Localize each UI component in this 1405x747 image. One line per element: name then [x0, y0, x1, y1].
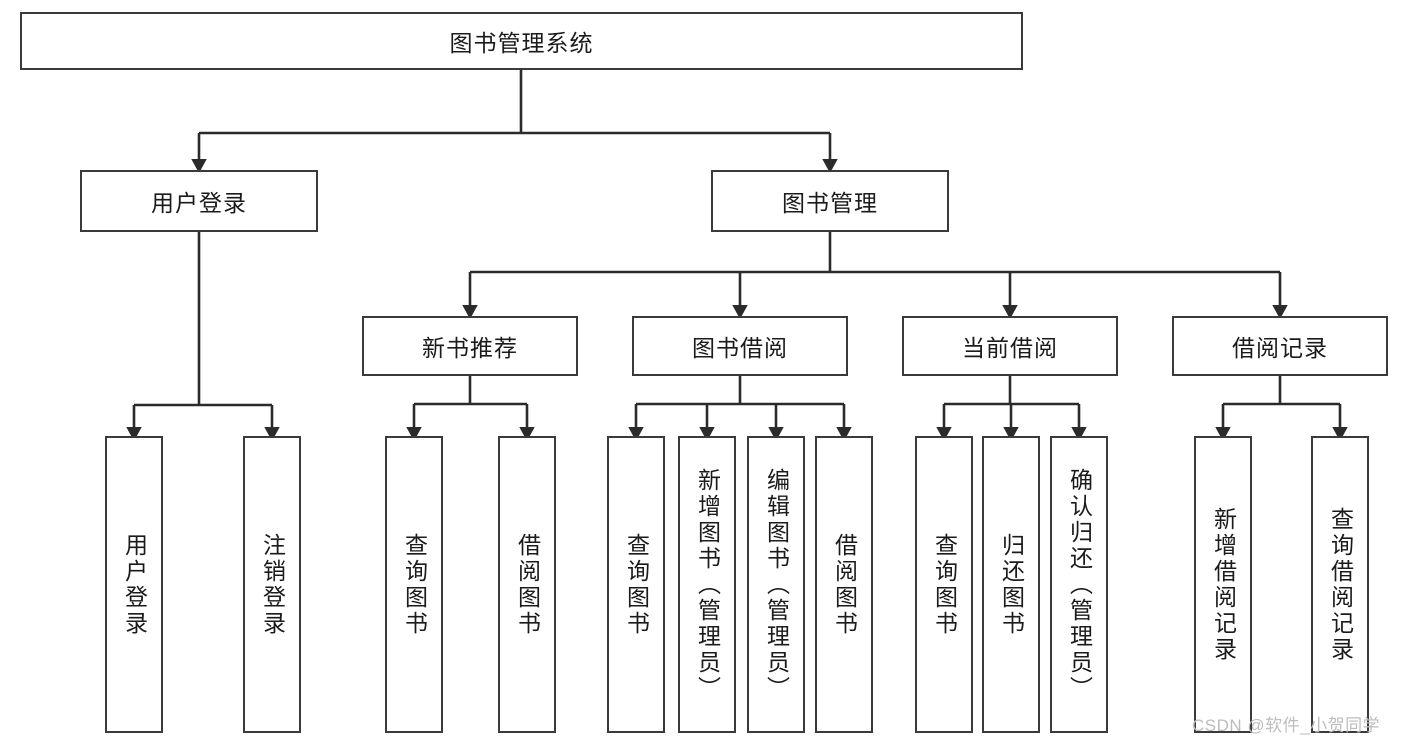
leaf-query-book-2[interactable]: 查询图书 — [607, 436, 665, 733]
node-book-borrow-label: 图书借阅 — [692, 335, 788, 361]
leaf-confirm-return[interactable]: 确认归还（管理员） — [1050, 436, 1108, 733]
leaf-user-login-label: 用户登录 — [121, 532, 148, 637]
leaf-add-book-label: 新增图书（管理员） — [694, 467, 721, 702]
node-root-label: 图书管理系统 — [449, 30, 594, 56]
node-book-manage[interactable]: 图书管理 — [711, 170, 949, 232]
node-new-book-rec-label: 新书推荐 — [422, 335, 518, 361]
leaf-query-book-3[interactable]: 查询图书 — [915, 436, 973, 733]
leaf-borrow-book-2-label: 借阅图书 — [831, 532, 858, 637]
leaf-add-record-label: 新增借阅记录 — [1210, 506, 1237, 663]
leaf-user-login[interactable]: 用户登录 — [105, 436, 163, 733]
leaf-add-record[interactable]: 新增借阅记录 — [1194, 436, 1252, 733]
leaf-borrow-book-2[interactable]: 借阅图书 — [815, 436, 873, 733]
leaf-edit-book[interactable]: 编辑图书（管理员） — [747, 436, 805, 733]
leaf-query-book-1-label: 查询图书 — [401, 532, 428, 637]
leaf-query-record-label: 查询借阅记录 — [1327, 506, 1354, 663]
node-user-login-label: 用户登录 — [151, 190, 247, 216]
leaf-query-record[interactable]: 查询借阅记录 — [1311, 436, 1369, 733]
node-root[interactable]: 图书管理系统 — [20, 12, 1023, 70]
leaf-borrow-book-1[interactable]: 借阅图书 — [498, 436, 556, 733]
node-book-manage-label: 图书管理 — [782, 190, 878, 216]
leaf-edit-book-label: 编辑图书（管理员） — [763, 467, 790, 702]
leaf-add-book[interactable]: 新增图书（管理员） — [678, 436, 736, 733]
leaf-borrow-book-1-label: 借阅图书 — [514, 532, 541, 637]
leaf-logout-label: 注销登录 — [259, 532, 286, 637]
node-borrow-record-label: 借阅记录 — [1232, 335, 1328, 361]
node-current-borrow[interactable]: 当前借阅 — [902, 316, 1118, 376]
node-new-book-rec[interactable]: 新书推荐 — [362, 316, 578, 376]
leaf-query-book-2-label: 查询图书 — [623, 532, 650, 637]
leaf-query-book-3-label: 查询图书 — [931, 532, 958, 637]
leaf-return-book[interactable]: 归还图书 — [982, 436, 1040, 733]
leaf-query-book-1[interactable]: 查询图书 — [385, 436, 443, 733]
leaf-return-book-label: 归还图书 — [998, 532, 1025, 637]
node-user-login[interactable]: 用户登录 — [80, 170, 318, 232]
node-borrow-record[interactable]: 借阅记录 — [1172, 316, 1388, 376]
leaf-logout[interactable]: 注销登录 — [243, 436, 301, 733]
csdn-watermark: CSDN @软件_小贺同学 — [1192, 716, 1381, 735]
node-book-borrow[interactable]: 图书借阅 — [632, 316, 848, 376]
node-current-borrow-label: 当前借阅 — [962, 335, 1058, 361]
leaf-confirm-return-label: 确认归还（管理员） — [1066, 467, 1093, 702]
